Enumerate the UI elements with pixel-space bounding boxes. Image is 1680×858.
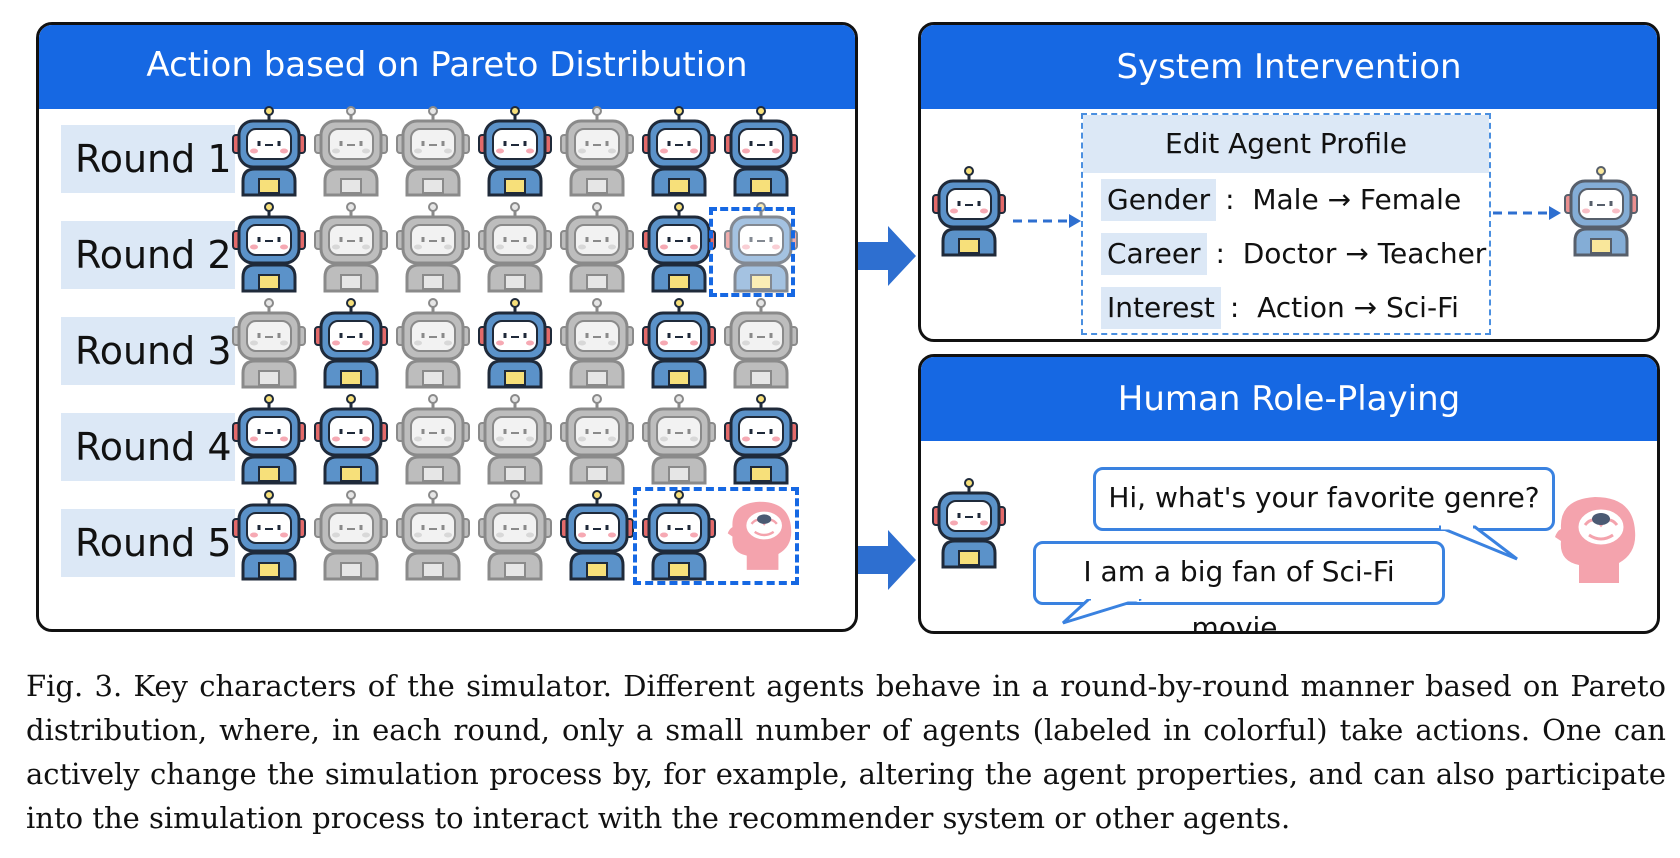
profile-key: Gender <box>1101 179 1217 221</box>
edit-agent-profile-box: Edit Agent Profile Gender : Male → Femal… <box>1081 113 1491 335</box>
round-label: Round 1 <box>61 125 235 193</box>
agent-inactive-icon <box>231 297 307 389</box>
agent-inactive-icon <box>477 393 553 485</box>
profile-sep: : <box>1229 291 1240 324</box>
profile-row-career: Career : Doctor → Teacher <box>1101 233 1486 275</box>
agent-inactive-icon <box>395 105 471 197</box>
human-role-playing-title: Human Role-Playing <box>921 357 1657 441</box>
human-brain-icon <box>1549 491 1645 591</box>
agent-active-icon <box>641 105 717 197</box>
agent-active-icon <box>723 105 799 197</box>
agent-inactive-icon <box>395 489 471 581</box>
round-label: Round 4 <box>61 413 235 481</box>
agent-inactive-icon <box>395 201 471 293</box>
profile-value: Male → Female <box>1252 183 1462 216</box>
agent-inactive-icon <box>395 297 471 389</box>
agent-inactive-icon <box>313 201 389 293</box>
agent-active-icon <box>477 297 553 389</box>
edit-agent-profile-title: Edit Agent Profile <box>1083 115 1489 173</box>
profile-value: Action → Sci-Fi <box>1257 291 1459 324</box>
human-participation-highlight <box>633 487 799 585</box>
agent-inactive-icon <box>641 393 717 485</box>
agent-active-icon <box>231 393 307 485</box>
agent-inactive-icon <box>313 489 389 581</box>
profile-key: Career <box>1101 233 1207 275</box>
pareto-panel: Action based on Pareto Distribution Roun… <box>36 22 858 632</box>
agent-inactive-icon <box>559 105 635 197</box>
arrow-to-system-icon <box>858 226 916 286</box>
agent-active-icon <box>641 201 717 293</box>
agent-inactive-icon <box>559 297 635 389</box>
agent-before-icon <box>931 165 1007 261</box>
agent-after-icon <box>1563 165 1639 261</box>
system-intervention-title: System Intervention <box>921 25 1657 109</box>
question-text: Hi, what's your favorite genre? <box>1108 481 1540 514</box>
arrow-to-human-icon <box>858 530 916 590</box>
agent-inactive-icon <box>559 201 635 293</box>
agent-inactive-icon <box>477 201 553 293</box>
agent-inactive-icon <box>559 393 635 485</box>
edited-agent-highlight <box>709 207 795 297</box>
profile-row-interest: Interest : Action → Sci-Fi <box>1101 287 1459 329</box>
agent-active-icon <box>723 393 799 485</box>
agent-active-icon <box>559 489 635 581</box>
agent-active-icon <box>477 105 553 197</box>
agent-active-icon <box>231 489 307 581</box>
agent-icon <box>931 477 1007 573</box>
pareto-panel-title: Action based on Pareto Distribution <box>39 25 855 109</box>
agent-active-icon <box>313 393 389 485</box>
round-label: Round 5 <box>61 509 235 577</box>
answer-bubble-tail-icon <box>1061 599 1142 625</box>
question-bubble: Hi, what's your favorite genre? <box>1093 467 1555 531</box>
profile-key: Interest <box>1101 287 1221 329</box>
human-head-icon <box>723 489 799 581</box>
agent-active-icon <box>231 105 307 197</box>
agent-active-icon <box>313 297 389 389</box>
agent-active-icon <box>231 201 307 293</box>
round-label: Round 3 <box>61 317 235 385</box>
profile-sep: : <box>1225 183 1235 216</box>
answer-text: I am a big fan of Sci-Fi movie. <box>1083 555 1395 634</box>
agent-inactive-icon <box>723 297 799 389</box>
dashed-arrow-in-icon <box>1013 214 1081 228</box>
agent-inactive-icon <box>313 105 389 197</box>
round-label: Round 2 <box>61 221 235 289</box>
profile-sep: : <box>1215 237 1225 270</box>
agent-inactive-icon <box>395 393 471 485</box>
agent-active-icon <box>641 489 717 581</box>
system-intervention-panel: System Intervention Edit Agent Profile G… <box>918 22 1660 342</box>
human-role-playing-panel: Human Role-Playing Hi, what's your favor… <box>918 354 1660 634</box>
question-bubble-tail-icon <box>1439 525 1518 561</box>
profile-row-gender: Gender : Male → Female <box>1101 179 1461 221</box>
figure-caption: Fig. 3. Key characters of the simulator.… <box>26 669 1666 835</box>
answer-bubble: I am a big fan of Sci-Fi movie. <box>1033 541 1445 631</box>
agent-active-icon <box>641 297 717 389</box>
profile-value: Doctor → Teacher <box>1242 237 1487 270</box>
agent-inactive-icon <box>477 489 553 581</box>
dashed-arrow-out-icon <box>1493 206 1561 220</box>
